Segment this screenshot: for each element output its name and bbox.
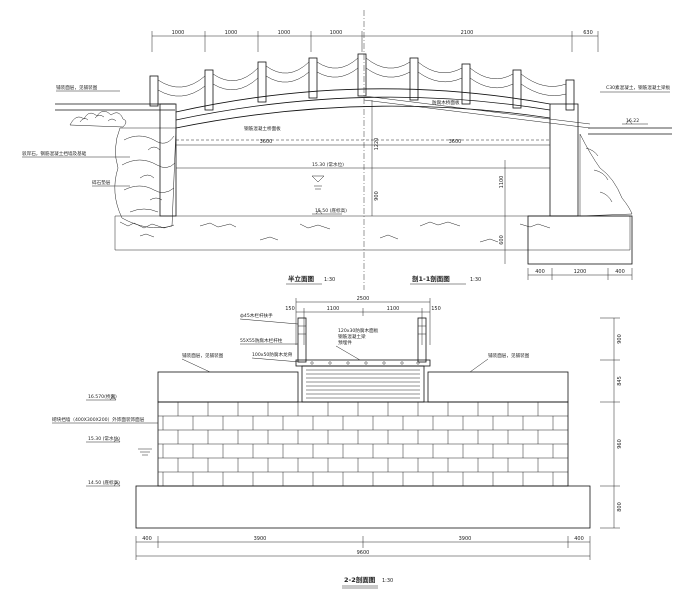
right-abutment-cap: [427, 371, 569, 403]
deck-beam: [175, 105, 551, 129]
section-dim-4: 150: [431, 306, 441, 312]
section-dim-1: 1100: [327, 306, 340, 312]
section-rdim-1: 900: [617, 334, 623, 344]
level-bottom: 15.50 (底标高): [315, 207, 347, 214]
section-title-scale: 1:30: [382, 578, 393, 584]
section-title: 2-2剖面图: [344, 575, 376, 584]
section-beam: [301, 365, 425, 403]
section-2-2: 2500 1100 1100 150 150: [52, 296, 623, 589]
title-half-elevation-scale: 1:30: [324, 277, 335, 283]
section-rdim-3: 960: [617, 439, 623, 449]
left-abutment: [159, 103, 177, 217]
section-water-icon: [138, 448, 152, 456]
note-anchor: 预埋件: [338, 339, 352, 346]
section-level-bottom: 14.50 (底标高): [88, 479, 120, 486]
section-post-right: [417, 317, 427, 363]
deck-top: [175, 88, 551, 113]
section-bdim-2: 3900: [254, 536, 267, 542]
note-beam: 钢筋混凝土梁: [338, 333, 366, 340]
title-section-1-scale: 1:30: [470, 277, 481, 283]
title-section-1: 剖1-1剖面图: [412, 274, 450, 283]
top-dim-2: 1000: [225, 30, 238, 36]
vdim-4: 600: [499, 235, 505, 245]
top-dim-3: 1000: [278, 30, 291, 36]
section-post-left: [297, 317, 307, 363]
note-joist: 100x50防腐木龙骨: [252, 351, 293, 358]
left-bank-rocks: [114, 127, 177, 228]
riverbed: [114, 215, 631, 251]
section-bdim-4: 400: [574, 536, 584, 542]
note-left-pave: 铺装面层，见铺装图: [182, 352, 224, 359]
note-deck: 防腐木桥面板: [432, 99, 460, 106]
right-bank-rocks: [579, 133, 633, 217]
vdim-2: 900: [374, 191, 380, 201]
top-dim-4: 1000: [330, 30, 343, 36]
left-abutment-cap: [157, 371, 299, 403]
top-dim-5: 2100: [461, 30, 474, 36]
section-level-deck: 16.570(桥面): [88, 393, 117, 400]
section-dim-3: 150: [285, 306, 295, 312]
section-level-water: 15.30 (常水位): [88, 435, 120, 442]
note-post: ф45木栏杆扶手: [240, 312, 273, 319]
top-dim-1: 1000: [172, 30, 185, 36]
note-left-mid: 驳岸石，钢筋混凝土挡墙及基础: [22, 150, 87, 157]
note-deck: 120x30防腐木面板: [338, 327, 379, 334]
section-total-dim: 9600: [357, 550, 370, 556]
section-bdim-1: 400: [142, 536, 152, 542]
note-wall: 砌块挡墙（400X300X200）外饰面装饰面层: [52, 416, 145, 423]
found-dim-2: 1200: [574, 269, 587, 275]
water-level-icon: [311, 175, 325, 190]
railing-posts: [149, 53, 575, 111]
note-right-pave: 铺装面层，见铺装图: [488, 352, 530, 359]
note-left-low: 碎石垫层: [92, 179, 111, 186]
note-beam: 钢筋混凝土桥面板: [244, 125, 281, 132]
section-deck: [295, 359, 431, 367]
railing-chains: [157, 57, 567, 97]
level-water: 15.30 (常水位): [312, 161, 344, 168]
section-dim-total-top: 2500: [357, 296, 370, 302]
note-right-top: C30素混凝土，钢筋混凝土梁板: [606, 84, 671, 91]
vdim-3: 1100: [499, 176, 505, 189]
section-rdim-2: 845: [617, 376, 623, 386]
level-right: 16.22: [626, 118, 639, 124]
span-dim-left: 3600: [260, 139, 273, 145]
note-rail: 55X55防腐木栏杆柱: [240, 337, 283, 344]
section-foundation: [135, 485, 591, 529]
right-foundation: [527, 215, 633, 265]
section-dim-2: 1100: [387, 306, 400, 312]
found-dim-3: 400: [615, 269, 625, 275]
shrub-icon: [69, 111, 127, 128]
title-half-elevation: 半立面图: [288, 274, 315, 283]
section-bdim-3: 3900: [459, 536, 472, 542]
vdim-1: 1220: [374, 138, 380, 151]
found-dim-1: 400: [535, 269, 545, 275]
span-dim-right: 3600: [449, 139, 462, 145]
section-rdim-4: 800: [617, 502, 623, 512]
note-left-top: 铺装面层，见铺装图: [56, 84, 98, 91]
top-dim-6: 630: [583, 30, 593, 36]
masonry-courses: [158, 402, 568, 486]
bridge-elevation: 1000 1000 1000 1000 2100 630: [22, 10, 672, 290]
